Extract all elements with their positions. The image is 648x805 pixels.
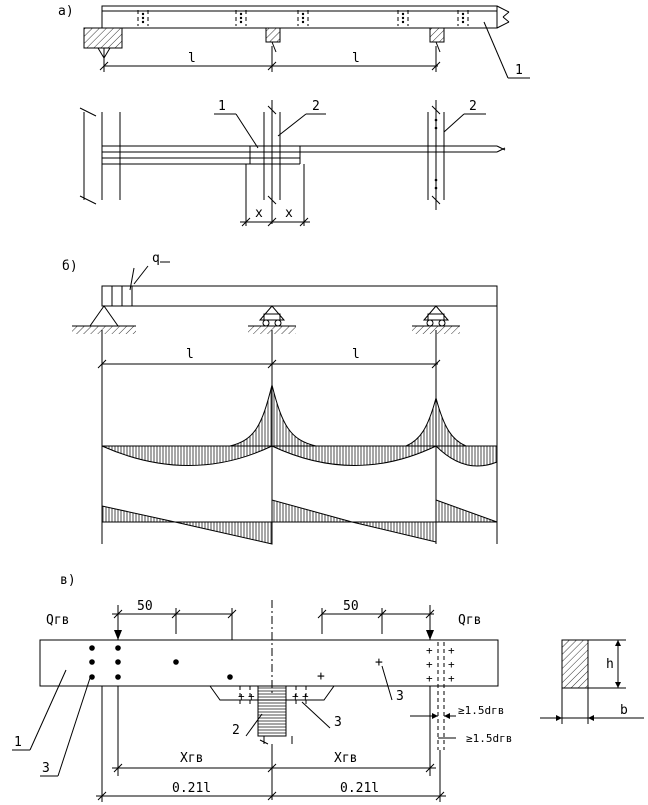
panel-c-force-arrows: Qгв Qгв (46, 605, 481, 640)
svg-text:+: + (448, 658, 455, 671)
panel-c-dim-50-right: 50 (343, 599, 359, 614)
svg-text:+: + (317, 669, 325, 684)
panel-c-len-right: 0.21l (340, 781, 379, 796)
panel-c-edge-distances: ≥1.5dгв ≥1.5dгв (410, 704, 512, 745)
panel-a-bolt-groups (137, 10, 469, 26)
svg-text:+: + (238, 690, 245, 703)
panel-a-plan-callout-2a: 2 (312, 99, 320, 114)
panel-b-span-dimension: l l (97, 347, 441, 369)
svg-text:+: + (426, 658, 433, 671)
panel-b-label: б) (62, 259, 78, 274)
panel-b-support-left (72, 305, 136, 334)
panel-c-callout-3b: 3 (334, 715, 342, 730)
panel-a-plan-callout-2b: 2 (469, 99, 477, 114)
svg-text:1: 1 (515, 63, 523, 78)
panel-a-plan-callout-1: 1 (218, 99, 226, 114)
panel-a-span-dimension: l l (99, 46, 441, 72)
panel-b-beam: q (101, 251, 498, 307)
panel-b-span-label-1: l (186, 347, 194, 362)
panel-b-moment-diagram (101, 384, 498, 467)
svg-text:+: + (426, 672, 433, 685)
panel-c-section-h: h (606, 657, 614, 672)
panel-b-span-label-2: l (352, 347, 360, 362)
panel-c-callout-2: 2 (232, 723, 240, 738)
panel-a-right-support (429, 27, 445, 53)
panel-a: а) (58, 4, 530, 227)
panel-a-label: а) (58, 4, 74, 19)
panel-b: б) q (62, 251, 498, 545)
panel-c-bolts: + + +++ +++ (89, 642, 455, 750)
svg-text:+: + (248, 690, 255, 703)
panel-b-load-label: q (152, 251, 160, 266)
panel-c-x-left: Xгв (180, 751, 203, 766)
svg-text:+: + (448, 672, 455, 685)
svg-text:+: + (375, 655, 383, 670)
panel-c-callout-3a: 3 (42, 761, 50, 776)
panel-c-force-left: Qгв (46, 613, 69, 628)
panel-a-left-support (83, 27, 123, 59)
panel-c-callout-1: 1 (14, 735, 22, 750)
panel-b-support-middle (248, 305, 296, 334)
panel-c-dim-50-left: 50 (137, 599, 153, 614)
svg-text:+: + (448, 644, 455, 657)
panel-a-callout-1: 1 (483, 21, 530, 79)
panel-c-edge-dist-1: ≥1.5dгв (458, 704, 504, 717)
panel-a-middle-support (265, 27, 281, 53)
panel-c-force-right: Qгв (458, 613, 481, 628)
panel-c-label: в) (60, 573, 76, 588)
panel-c-dim-50: 50 50 (112, 599, 435, 640)
panel-c-callout-3c: 3 (396, 689, 404, 704)
panel-c: в) Qгв Qгв 50 (12, 573, 644, 802)
panel-c-x-right: Xгв (334, 751, 357, 766)
panel-a-x-label-1: x (255, 206, 263, 221)
panel-c-callouts: 1 3 2 3 3 (12, 665, 404, 777)
panel-c-x-dimensions: Xгв Xгв 0.21l 0.21l (96, 686, 446, 802)
panel-b-support-right (412, 305, 460, 334)
panel-c-section-b: b (620, 703, 628, 718)
panel-c-len-left: 0.21l (172, 781, 211, 796)
panel-a-plan-view: x x 1 2 2 (79, 99, 506, 227)
panel-c-column-connection: ++ ++ (209, 685, 335, 745)
svg-text:+: + (426, 644, 433, 657)
panel-a-span-label-2: l (352, 51, 360, 66)
panel-a-x-label-2: x (285, 206, 293, 221)
panel-c-cross-section: h b (540, 639, 644, 724)
panel-a-beam (101, 5, 510, 29)
panel-c-edge-dist-2: ≥1.5dгв (466, 732, 512, 745)
panel-b-shear-diagram (101, 499, 498, 545)
panel-a-span-label-1: l (188, 51, 196, 66)
